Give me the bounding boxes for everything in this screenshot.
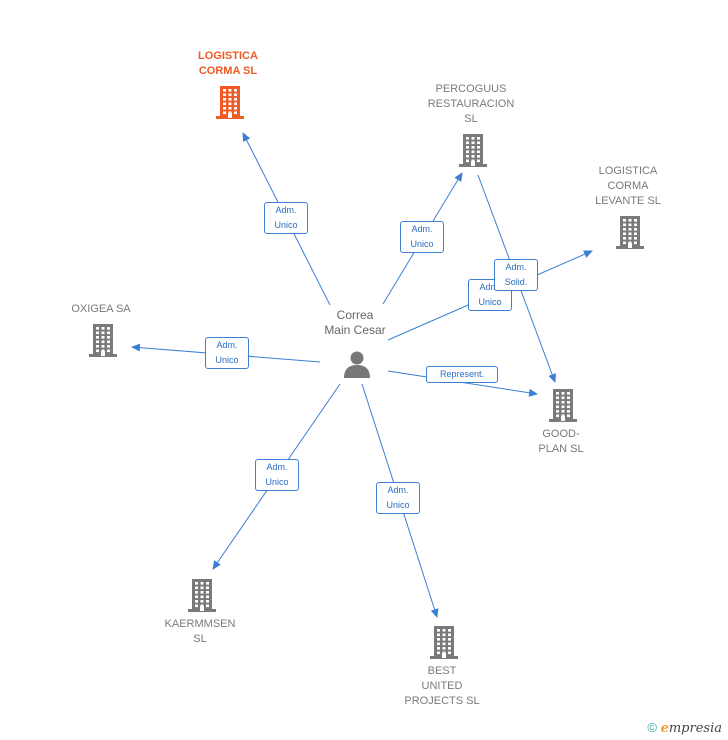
company-label-logistica-corma: LOGISTICA CORMA SL bbox=[198, 50, 258, 77]
building-icon-best-united[interactable] bbox=[428, 624, 460, 660]
company-label-kaermmsen: KAERMMSEN SL bbox=[164, 618, 236, 645]
edge-label-oxigea[interactable]: Adm. Unico bbox=[205, 337, 249, 369]
building-icon-oxigea[interactable] bbox=[87, 322, 119, 358]
building-icon-good-plan[interactable] bbox=[547, 387, 579, 423]
edge-label-percoguus[interactable]: Adm. Unico bbox=[400, 221, 444, 253]
company-label-percoguus: PERCOGUUS RESTAURACION SL bbox=[427, 82, 515, 125]
center-person-name: Correa Main Cesar bbox=[324, 308, 386, 337]
empresia-logo: empresia bbox=[660, 721, 722, 736]
company-label-best-united: BEST UNITED PROJECTS SL bbox=[404, 664, 480, 707]
person-icon[interactable] bbox=[342, 349, 372, 379]
copyright-icon: © bbox=[647, 720, 657, 735]
edge-label-good-plan[interactable]: Adm. Solid. bbox=[494, 259, 538, 291]
building-icon-kaermmsen[interactable] bbox=[186, 577, 218, 613]
edge-label-kaermmsen[interactable]: Adm. Unico bbox=[255, 459, 299, 491]
footer-brand: © empresia bbox=[647, 720, 722, 736]
building-icon-logistica-levante[interactable] bbox=[614, 214, 646, 250]
company-label-oxigea: OXIGEA SA bbox=[71, 302, 131, 315]
company-label-good-plan: GOOD- PLAN SL bbox=[538, 428, 584, 455]
edge-line-good-plan bbox=[387, 370, 538, 397]
edge-label-good-plan[interactable]: Represent. bbox=[426, 365, 498, 383]
building-icon-logistica-corma[interactable] bbox=[214, 84, 246, 120]
company-label-logistica-levante: LOGISTICA CORMA LEVANTE SL bbox=[595, 164, 661, 207]
building-icon-percoguus[interactable] bbox=[457, 132, 489, 168]
edge-label-best-united[interactable]: Adm. Unico bbox=[376, 482, 420, 514]
edge-label-logistica-corma[interactable]: Adm. Unico bbox=[264, 202, 308, 234]
